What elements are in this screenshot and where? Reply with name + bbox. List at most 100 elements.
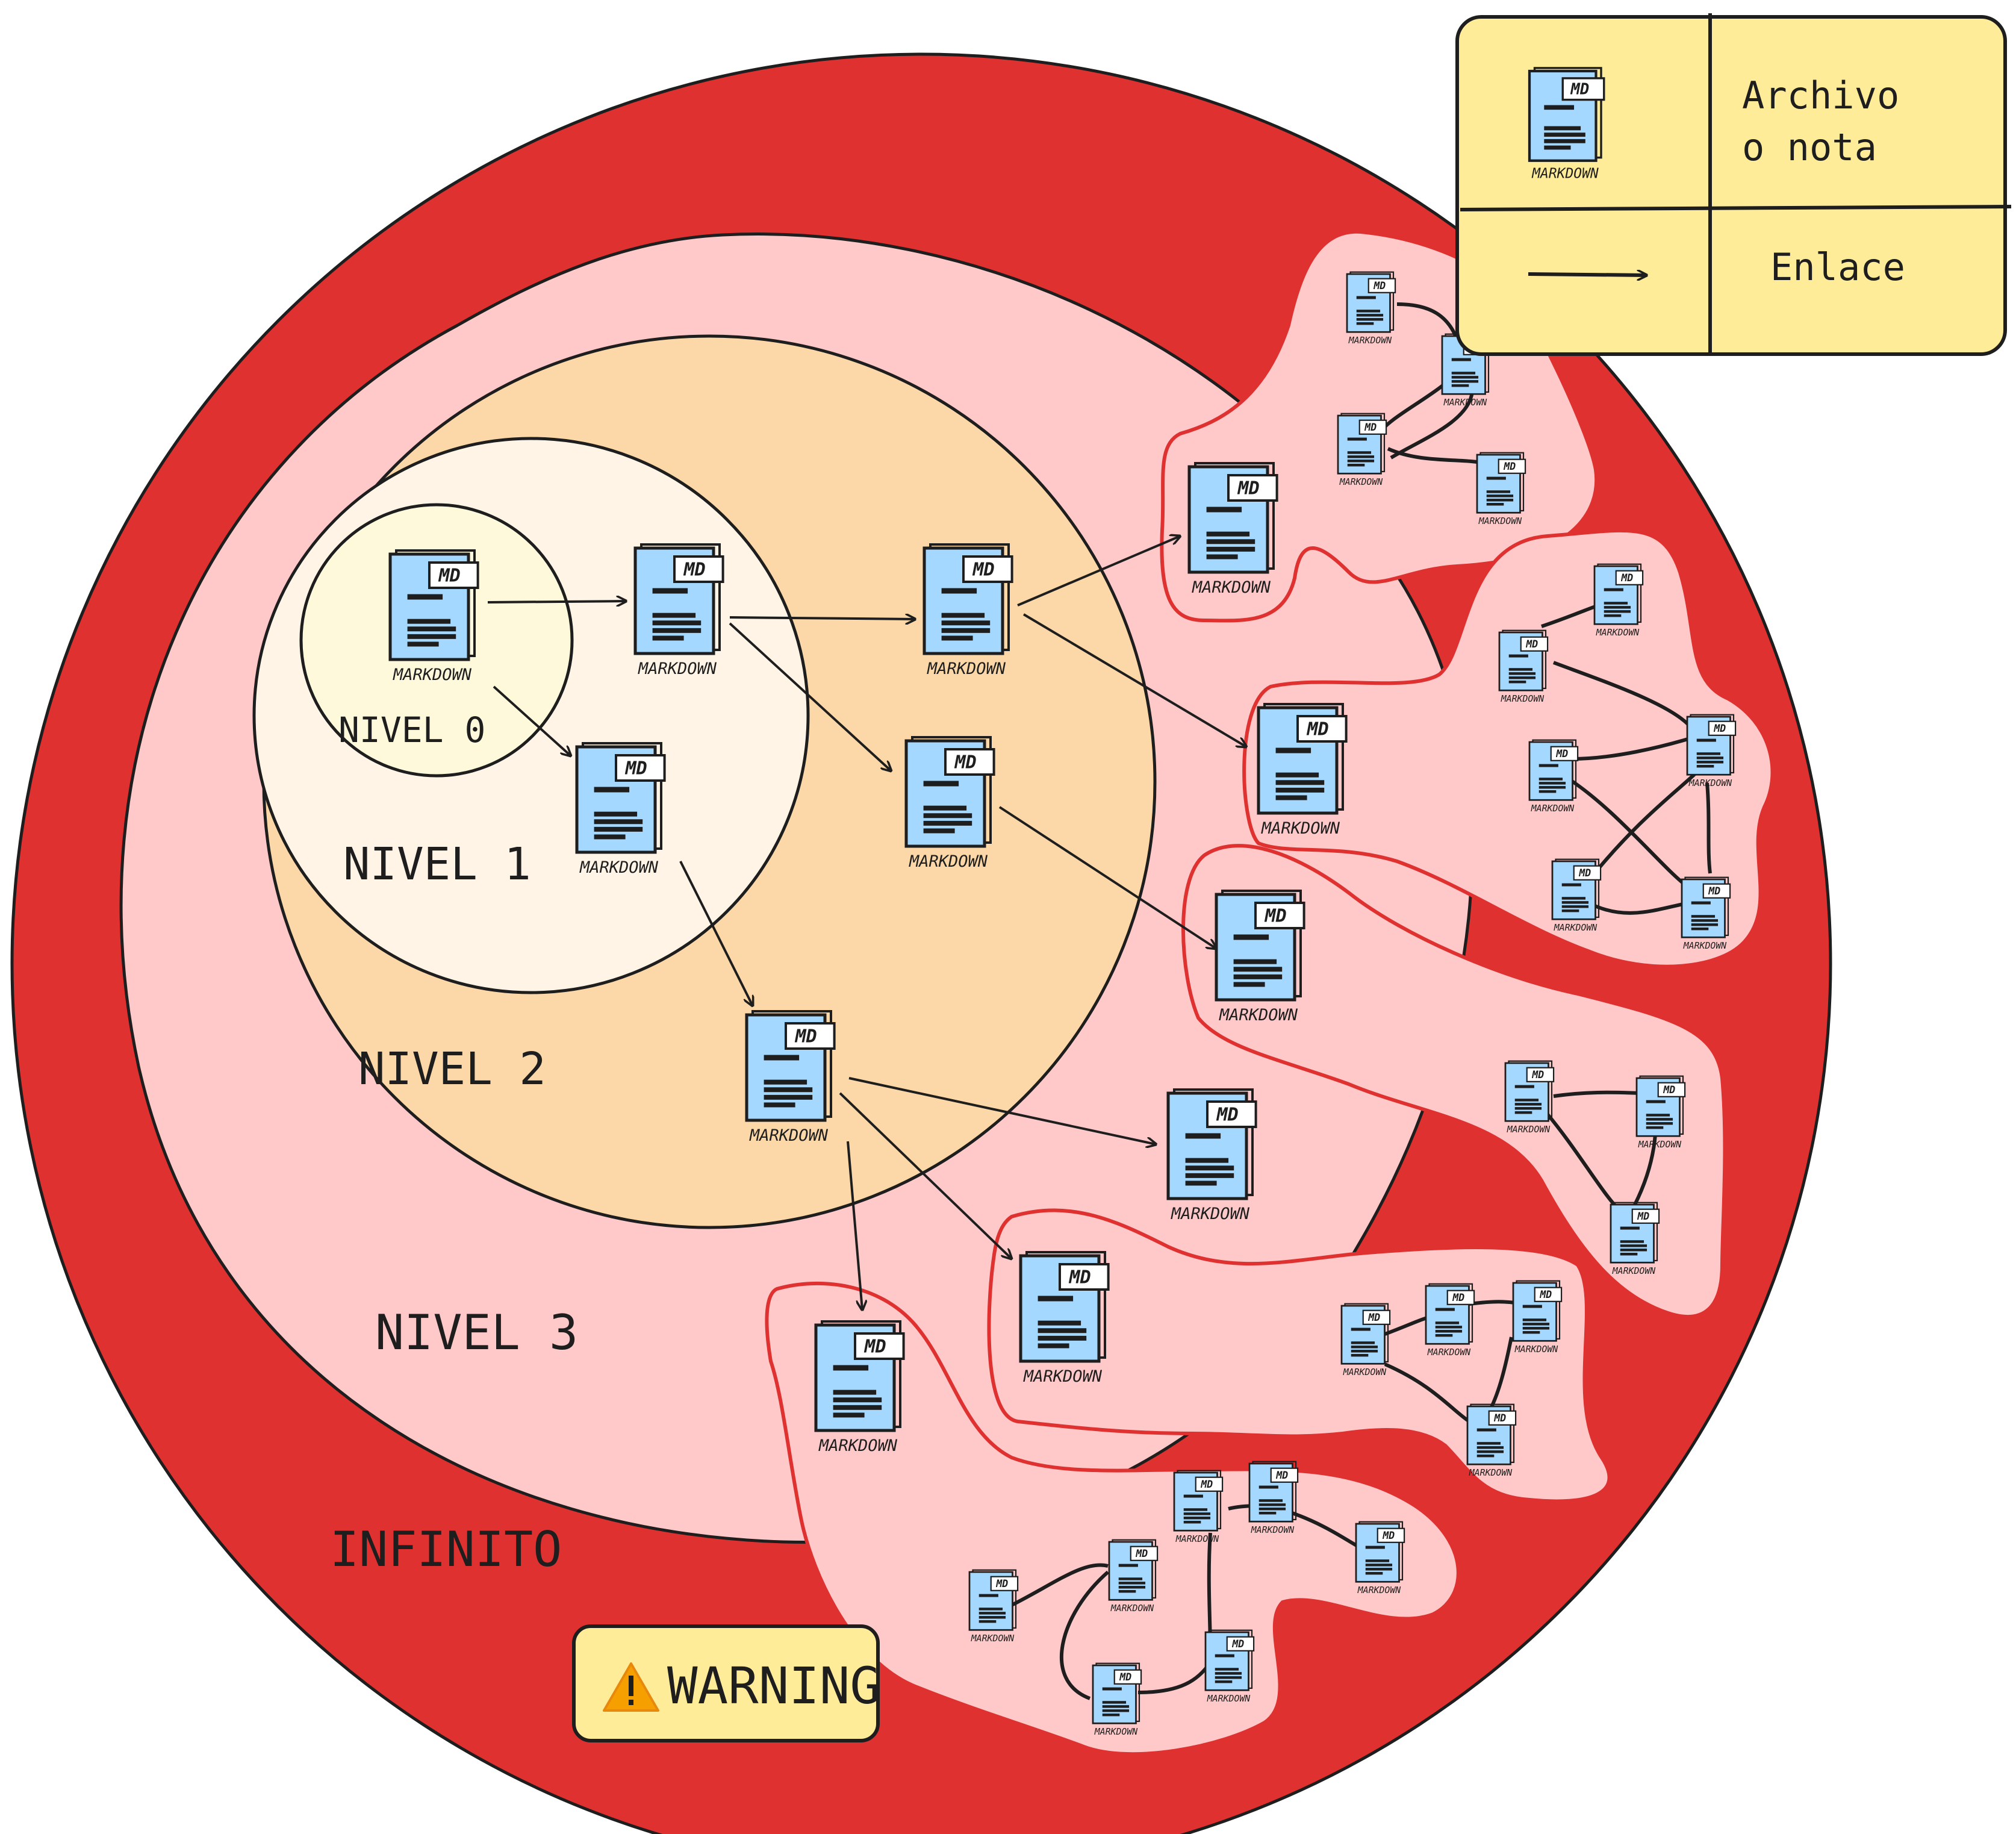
doc-nivel-2-a: MD MARKDOWN	[922, 543, 1013, 678]
markdown-caption: MARKDOWN	[1443, 397, 1487, 408]
cluster-link	[1060, 1570, 1109, 1700]
cluster-blob-2	[1242, 528, 1775, 968]
level-2-label: NIVEL 2	[358, 1043, 546, 1095]
md-tag-label: MD	[1570, 81, 1590, 99]
markdown-caption: MARKDOWN	[1251, 1524, 1295, 1535]
cluster-blob-4	[987, 1208, 1611, 1503]
markdown-caption: MARKDOWN	[1638, 1139, 1682, 1150]
markdown-documents: MD MARKDOWN MD MARKDOWN MD MARKDOWN MD MARKDOWN…	[388, 271, 1737, 1737]
link-n0-to-n1a	[487, 601, 626, 602]
md-tag-label: MD	[1663, 1084, 1675, 1096]
cluster-link	[1546, 1113, 1622, 1212]
link-n0-to-n1b	[493, 685, 571, 756]
doc-cluster-2-a: MD MARKDOWN	[1593, 563, 1644, 638]
cluster-link	[1489, 1337, 1513, 1411]
md-tag-label: MD	[1364, 422, 1377, 433]
cluster-link	[1571, 736, 1693, 761]
md-tag-label: MD	[1620, 572, 1633, 584]
md-tag-label: MD	[1237, 478, 1260, 499]
doc-cluster-5-b: MD MARKDOWN	[1248, 1461, 1299, 1535]
link-n2c-to-n3d	[848, 1077, 1156, 1144]
md-tag-label: MD	[625, 758, 647, 779]
markdown-caption: MARKDOWN	[1339, 476, 1383, 487]
md-tag-label: MD	[1578, 867, 1591, 879]
markdown-caption: MARKDOWN	[638, 660, 717, 678]
markdown-caption: MARKDOWN	[1023, 1367, 1103, 1386]
doc-nivel-3-e: MD MARKDOWN	[1019, 1251, 1110, 1386]
markdown-caption: MARKDOWN	[1357, 1585, 1401, 1595]
md-tag-label: MD	[1382, 1530, 1395, 1541]
doc-cluster-3-b: MD MARKDOWN	[1635, 1075, 1686, 1150]
link-n2c-to-n3e	[839, 1092, 1012, 1259]
md-tag-label: MD	[1307, 719, 1329, 740]
markdown-caption: MARKDOWN	[927, 660, 1006, 678]
md-tag-label: MD	[1708, 885, 1720, 897]
markdown-caption: MARKDOWN	[971, 1633, 1015, 1644]
markdown-caption: MARKDOWN	[1688, 778, 1732, 788]
md-tag-label: MD	[1265, 906, 1287, 927]
md-tag-label: MD	[972, 560, 995, 581]
doc-cluster-2-c: MD MARKDOWN	[1686, 714, 1737, 788]
md-tag-label: MD	[995, 1578, 1008, 1589]
link-n2b-to-n3c	[998, 806, 1216, 949]
link-n1a-to-n2b	[729, 622, 891, 771]
level-infinito-label: INFINITO	[330, 1521, 562, 1577]
doc-cluster-2-f: MD MARKDOWN	[1681, 876, 1731, 951]
md-tag-label: MD	[1539, 1289, 1552, 1300]
markdown-caption: MARKDOWN	[818, 1436, 898, 1455]
md-tag-label: MD	[1200, 1479, 1213, 1490]
markdown-caption: MARKDOWN	[1348, 335, 1392, 346]
md-tag-label: MD	[954, 752, 977, 773]
link-n1b-to-n2c	[679, 861, 753, 1006]
md-tag-label: MD	[1135, 1548, 1148, 1559]
markdown-caption: MARKDOWN	[1596, 627, 1640, 638]
doc-cluster-1-c: MD MARKDOWN	[1337, 413, 1387, 487]
md-tag-label: MD	[1525, 638, 1538, 650]
warning-triangle-icon	[603, 1662, 659, 1712]
md-tag-label: MD	[1713, 723, 1726, 734]
legend-link-label: Enlace	[1770, 245, 1905, 289]
link-n2a-to-n3a	[1017, 536, 1180, 607]
md-tag-label: MD	[1503, 461, 1516, 472]
cluster-link	[1552, 661, 1694, 730]
cluster-link	[1705, 782, 1712, 874]
md-tag-label: MD	[1231, 1638, 1244, 1650]
doc-cluster-5-g: MD MARKDOWN	[1204, 1629, 1255, 1704]
legend-link-arrow-icon	[1528, 274, 1647, 275]
markdown-caption: MARKDOWN	[1612, 1265, 1656, 1276]
markdown-caption: MARKDOWN	[1219, 1006, 1298, 1025]
md-tag-label: MD	[1531, 1069, 1544, 1081]
markdown-caption: MARKDOWN	[393, 666, 472, 684]
level-3-label: NIVEL 3	[375, 1305, 578, 1361]
markdown-caption: MARKDOWN	[1531, 803, 1575, 814]
md-tag-label: MD	[1069, 1267, 1091, 1288]
markdown-caption: MARKDOWN	[1094, 1726, 1138, 1737]
legend-file-doc: MD MARKDOWN	[1528, 67, 1605, 182]
markdown-caption: MARKDOWN	[1683, 940, 1727, 951]
markdown-caption: MARKDOWN	[1192, 578, 1271, 597]
md-tag-label: MD	[1275, 1470, 1288, 1481]
markdown-caption: MARKDOWN	[1207, 1693, 1251, 1704]
doc-nivel-3-c: MD MARKDOWN	[1215, 890, 1305, 1025]
markdown-caption: MARKDOWN	[1531, 166, 1599, 182]
md-tag-label: MD	[1493, 1412, 1506, 1424]
legend-file-label-line2: o nota	[1742, 125, 1877, 169]
cluster-link	[1588, 769, 1700, 881]
markdown-caption: MARKDOWN	[1554, 922, 1598, 933]
markdown-caption: MARKDOWN	[1427, 1347, 1471, 1358]
